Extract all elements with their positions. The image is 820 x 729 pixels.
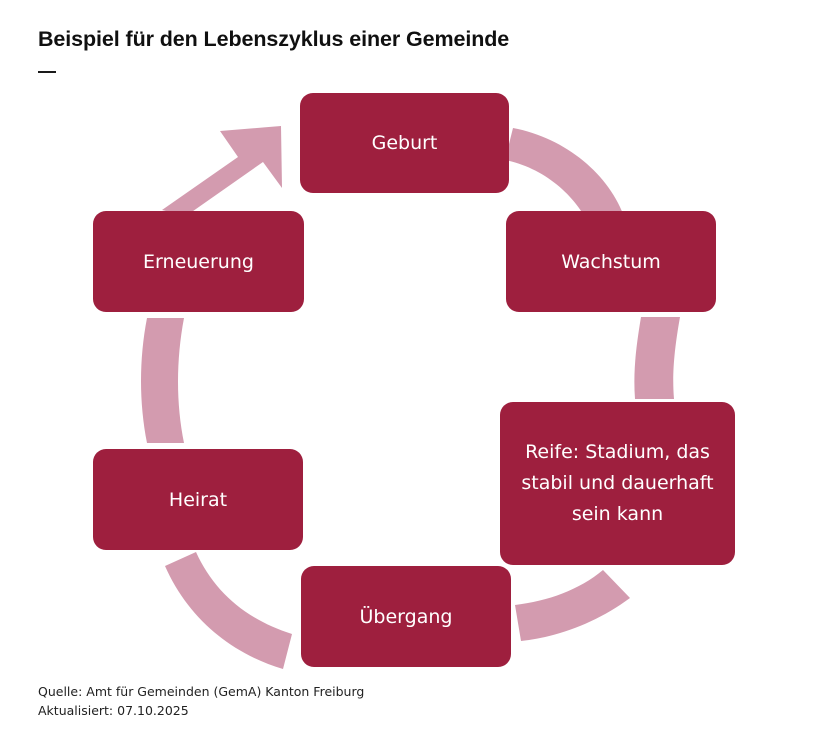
cycle-node-heirat-label: Heirat <box>168 488 228 511</box>
cycle-node-erneuerung[interactable]: Erneuerung <box>93 211 304 312</box>
cycle-node-heirat[interactable]: Heirat <box>93 449 303 550</box>
cycle-node-uebergang[interactable]: Übergang <box>301 566 511 667</box>
connector-erneuerung-to-geburt-arrow <box>162 126 282 216</box>
cycle-node-geburt[interactable]: Geburt <box>300 93 509 193</box>
connector-wachstum-to-reife <box>634 317 680 399</box>
cycle-node-uebergang-label: Übergang <box>359 605 453 628</box>
connector-reife-to-uebergang <box>515 570 630 641</box>
cycle-node-reife[interactable]: Reife: Stadium, das stabil und dauerhaft… <box>500 402 735 565</box>
connector-geburt-to-wachstum <box>505 128 625 231</box>
footer-updated: Aktualisiert: 07.10.2025 <box>38 703 189 718</box>
connector-uebergang-to-heirat <box>165 552 292 669</box>
cycle-node-erneuerung-label: Erneuerung <box>143 250 254 273</box>
title-underline-rule <box>38 71 56 73</box>
connector-heirat-to-erneuerung <box>141 318 184 443</box>
page-title: Beispiel für den Lebenszyklus einer Geme… <box>38 27 510 51</box>
cycle-node-reife-label: Reife: Stadium, das stabil und dauerhaft… <box>521 441 714 525</box>
cycle-node-geburt-label: Geburt <box>371 132 438 154</box>
footer-source: Quelle: Amt für Gemeinden (GemA) Kanton … <box>38 684 365 699</box>
footer: Quelle: Amt für Gemeinden (GemA) Kanton … <box>38 682 638 720</box>
cycle-node-wachstum[interactable]: Wachstum <box>506 211 716 312</box>
cycle-node-wachstum-label: Wachstum <box>561 250 661 273</box>
